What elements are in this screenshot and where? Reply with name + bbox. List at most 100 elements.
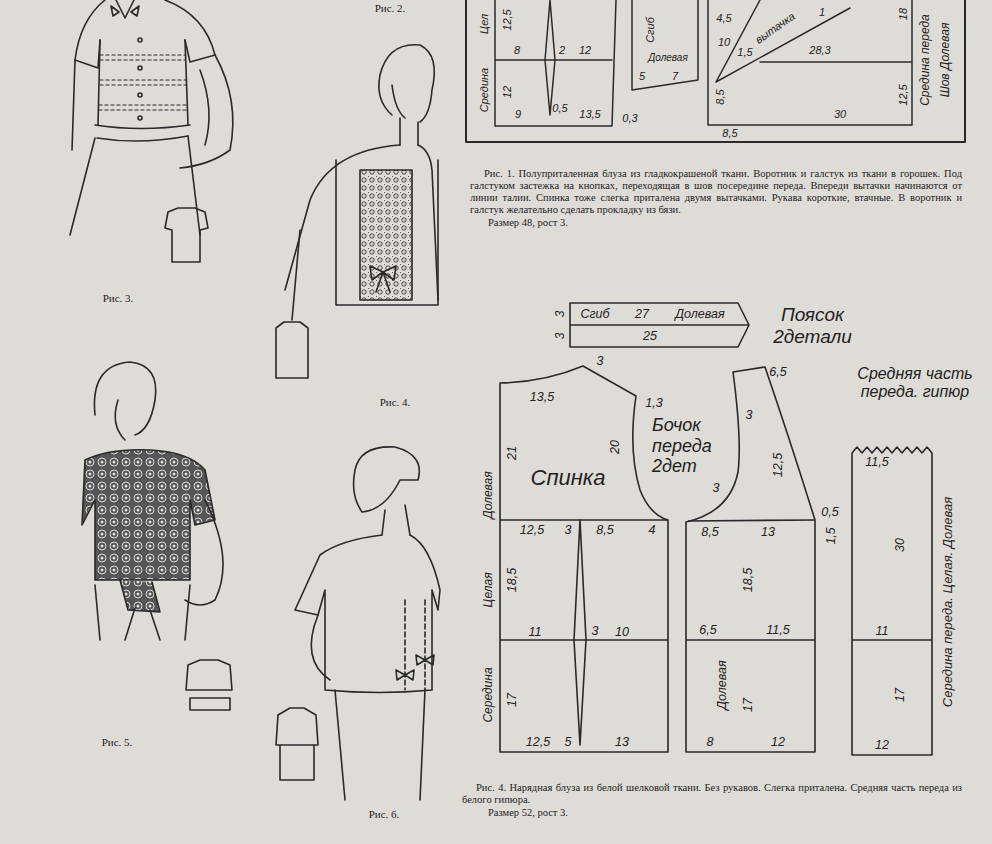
dimension: 8 bbox=[707, 735, 714, 749]
piece-line bbox=[570, 303, 749, 347]
piece-name: Поясок 2детали bbox=[760, 304, 865, 348]
dimension: вытачка bbox=[753, 10, 797, 46]
back-blouse-figure-part bbox=[311, 615, 330, 680]
dimension: Шов Долевая bbox=[939, 23, 953, 98]
pattern-frame-part bbox=[632, 0, 698, 90]
dimension: 0,5 bbox=[552, 102, 567, 115]
piece-line bbox=[686, 367, 815, 752]
dimension: 3 bbox=[565, 523, 572, 537]
blouse-figure-part bbox=[98, 40, 100, 125]
dimension: 8 bbox=[514, 44, 520, 57]
caption-text: Рис. 1. Полуприталенная блуза из гладкок… bbox=[470, 168, 962, 216]
dimension: 6,5 bbox=[769, 365, 786, 379]
blouse-figure-part bbox=[116, 0, 134, 18]
patterned-blouse-figure-part bbox=[185, 500, 223, 605]
dimension: 11,5 bbox=[766, 623, 789, 637]
dimension: 25 bbox=[643, 329, 657, 343]
piece-name: Спинка bbox=[531, 465, 606, 490]
dimension: Середина переда. Целая. Долевая bbox=[941, 497, 956, 707]
dimension: 12 bbox=[771, 735, 785, 749]
dimension: 12,5 bbox=[897, 84, 910, 105]
caption-text: Размер 52, рост 3. bbox=[488, 807, 568, 819]
figure-number: Рис. 5. bbox=[102, 736, 133, 749]
side-front-piece: Бочок переда 2дет36,512,530,51,58,51318,… bbox=[650, 360, 845, 760]
patterned-blouse-figure bbox=[82, 362, 318, 780]
blouse-figure-part bbox=[138, 38, 142, 42]
blouse-figure-part bbox=[165, 0, 215, 62]
dimension: 18,5 bbox=[505, 568, 519, 592]
dimension: 12,5 bbox=[501, 9, 514, 30]
dimension: 12,5 bbox=[771, 453, 785, 477]
dimension: 27 bbox=[635, 307, 649, 321]
vest-blouse-figure-part bbox=[392, 85, 405, 118]
dimension: 30 bbox=[893, 538, 907, 552]
back-blouse-figure-part bbox=[295, 535, 440, 693]
patterned-blouse-figure-part bbox=[115, 400, 125, 440]
illustration-part bbox=[70, 0, 965, 800]
blouse-figure-part bbox=[111, 6, 139, 16]
dimension: Долевая bbox=[648, 52, 688, 64]
piece-line bbox=[570, 324, 749, 326]
back-blouse-figure-part bbox=[382, 505, 410, 535]
back-blouse-figure-part bbox=[396, 655, 434, 680]
dimension: 6,5 bbox=[699, 623, 716, 637]
caption-text: Размер 48, рост 3. bbox=[488, 217, 568, 229]
dimension: 1,5 bbox=[825, 528, 839, 545]
pattern-frame bbox=[466, 0, 965, 142]
dimension: 17 bbox=[893, 688, 907, 702]
dimension: Сгиб bbox=[580, 307, 609, 321]
dimension: 12,5 bbox=[526, 735, 550, 749]
dimension: Долевая bbox=[482, 471, 496, 518]
blouse-figure-part bbox=[138, 93, 142, 97]
dimension: 12,5 bbox=[520, 523, 544, 537]
dimension: 10 bbox=[615, 625, 629, 639]
dimension: 5 bbox=[639, 70, 645, 83]
dimension: 8,5 bbox=[722, 127, 737, 140]
dimension: 1 bbox=[819, 6, 825, 19]
back-blouse-figure-part bbox=[354, 447, 420, 512]
blouse-figure-part bbox=[138, 66, 142, 70]
dimension: Долевая bbox=[715, 660, 729, 709]
dimension: 7 bbox=[672, 70, 678, 83]
dimension: 13,5 bbox=[530, 390, 554, 404]
dimension: 18 bbox=[897, 8, 910, 20]
dimension: 8,5 bbox=[701, 525, 718, 539]
dimension: 3 bbox=[746, 408, 753, 422]
piece-line bbox=[686, 639, 815, 641]
patterned-blouse-figure-part bbox=[82, 450, 215, 580]
dimension: 8,5 bbox=[596, 523, 613, 537]
piece-line bbox=[500, 519, 668, 521]
vest-blouse-figure-part bbox=[292, 230, 300, 320]
dimension: 13 bbox=[615, 735, 629, 749]
dimension: 11 bbox=[876, 624, 889, 638]
center-front-piece: Средняя часть переда. гипюр11,530111712С… bbox=[842, 365, 990, 760]
pattern-frame-part bbox=[716, 0, 850, 82]
piece-name: Средняя часть переда. гипюр bbox=[848, 365, 982, 402]
piece-line bbox=[500, 366, 668, 752]
blouse-figure-part bbox=[185, 40, 188, 125]
piece-line bbox=[852, 447, 932, 755]
dimension: 5 bbox=[565, 735, 572, 749]
dimension: Цел bbox=[478, 14, 491, 34]
dimension: Сгиб bbox=[644, 17, 657, 43]
dimension: Долевая bbox=[675, 307, 724, 321]
dimension: Средина bbox=[478, 68, 491, 112]
dimension: 0,5 bbox=[821, 505, 838, 519]
dimension: 3 bbox=[597, 354, 604, 368]
back-blouse-figure bbox=[295, 447, 440, 800]
piece-line bbox=[688, 520, 815, 521]
patterned-blouse-figure-part bbox=[94, 362, 155, 435]
dimension: 11 bbox=[529, 625, 542, 639]
blouse-figure-part bbox=[72, 60, 75, 150]
figure-number: Рис. 2. bbox=[375, 2, 406, 15]
patterned-blouse-figure-part bbox=[186, 660, 232, 690]
dimension: 12 bbox=[501, 86, 514, 98]
dimension: 4,5 bbox=[716, 12, 731, 25]
figure-number: Рис. 4. bbox=[380, 396, 411, 409]
dimension: 0,3 bbox=[622, 112, 637, 125]
dimension: 3 bbox=[554, 333, 568, 340]
blouse-figure bbox=[70, 0, 233, 262]
vest-blouse-figure-part bbox=[379, 45, 434, 122]
figure-number: Рис. 3. bbox=[103, 292, 134, 305]
